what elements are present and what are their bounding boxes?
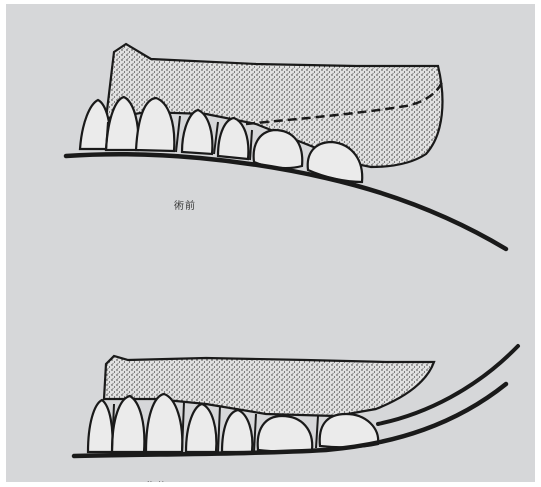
after-tooth-2	[112, 396, 144, 452]
after-tooth-1	[88, 400, 113, 452]
after-tooth-5	[222, 410, 252, 452]
denture-diagram	[6, 4, 535, 482]
label-after: 術後	[146, 478, 168, 482]
after-tooth-4	[186, 404, 216, 452]
before-ridge-line	[66, 154, 506, 249]
before-tooth-5	[218, 118, 248, 159]
after-tooth-3	[146, 394, 182, 452]
after-tooth-6	[258, 416, 313, 452]
label-before: 術前	[174, 197, 196, 212]
figure-frame: 術前 術後	[6, 4, 535, 482]
before-tooth-4	[182, 110, 212, 154]
after-diagram	[74, 346, 518, 456]
before-diagram	[66, 44, 506, 249]
